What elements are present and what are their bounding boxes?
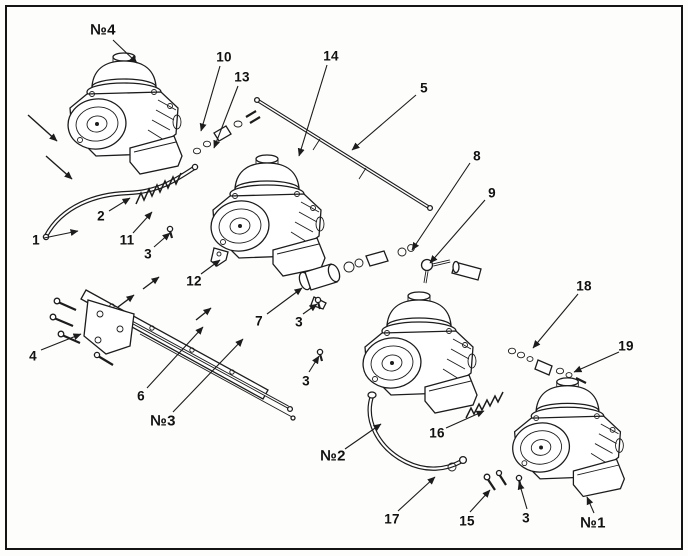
leader-line-4 (40, 333, 82, 351)
part-label-3: 3 (295, 314, 303, 330)
leader-line-3 (302, 303, 318, 315)
leader-line-7 (266, 287, 303, 315)
leader-line-N3 (172, 338, 244, 413)
part-label-15: 15 (459, 513, 475, 529)
bracket-part4 (49, 297, 135, 366)
leader-line-3 (153, 232, 171, 248)
leader-line-16 (445, 410, 485, 429)
leader-line-1 (43, 229, 79, 239)
part-label-N3: №3 (150, 412, 176, 430)
spring-part11 (135, 172, 182, 205)
part-label-3: 3 (144, 246, 152, 262)
throttle-rod-part5 (253, 96, 434, 212)
spring-part16 (465, 391, 504, 419)
leader-line-8 (411, 162, 471, 251)
joint-parts7-8-9 (298, 244, 482, 291)
leader-line-N1 (586, 496, 595, 514)
hose-part17 (367, 391, 468, 472)
leader-lines (27, 39, 620, 514)
leader-line-6 (146, 326, 204, 389)
leader-line-19 (573, 351, 620, 373)
leader-line-N2 (344, 423, 382, 450)
part-label-14: 14 (323, 48, 339, 64)
part-label-3: 3 (302, 373, 310, 389)
part-label-9: 9 (488, 185, 496, 201)
part-label-12: 12 (186, 273, 202, 289)
part-label-5: 5 (420, 80, 428, 96)
leader-line-N4 (112, 39, 138, 64)
leader-line-3 (308, 355, 320, 373)
pointer-arrow-4 (195, 307, 212, 321)
leader-line-12 (200, 259, 221, 275)
part-label-13: 13 (234, 69, 250, 85)
leader-line-10 (199, 65, 221, 132)
part-label-N1: №1 (580, 514, 606, 532)
leader-line-9 (429, 199, 486, 264)
part-label-3: 3 (522, 510, 530, 526)
leader-line-17 (397, 476, 436, 512)
part-label-16: 16 (429, 425, 445, 441)
washers-parts18-19 (507, 347, 587, 384)
screws-part15 (483, 469, 507, 491)
part-label-17: 17 (384, 511, 400, 527)
leader-line-2 (108, 197, 131, 212)
leader-line-11 (132, 211, 153, 234)
part-label-7: 7 (255, 313, 263, 329)
leader-line-18 (532, 293, 579, 349)
part-label-19: 19 (618, 338, 634, 354)
part-label-8: 8 (473, 148, 481, 164)
part-label-11: 11 (119, 232, 135, 248)
part-label-6: 6 (137, 388, 145, 404)
pointer-arrow-3 (117, 294, 135, 308)
leader-line-15 (469, 489, 491, 513)
pointer-arrow-1 (45, 155, 73, 180)
pointer-arrow-2 (142, 276, 160, 290)
part-label-10: 10 (216, 49, 232, 65)
bolts-part3 (166, 225, 523, 488)
leader-line-5 (351, 94, 417, 151)
part-label-2: 2 (97, 208, 105, 224)
leader-line-3 (517, 481, 528, 510)
part-label-N2: №2 (320, 447, 346, 465)
part-label-1: 1 (32, 232, 40, 248)
part-label-N4: №4 (90, 21, 116, 39)
fuel-pipe-part1 (42, 163, 199, 241)
pointer-arrow-0 (27, 114, 58, 142)
part-label-18: 18 (576, 278, 592, 294)
leader-line-13 (213, 85, 239, 149)
part-label-4: 4 (29, 348, 37, 364)
leader-line-14 (297, 64, 328, 157)
